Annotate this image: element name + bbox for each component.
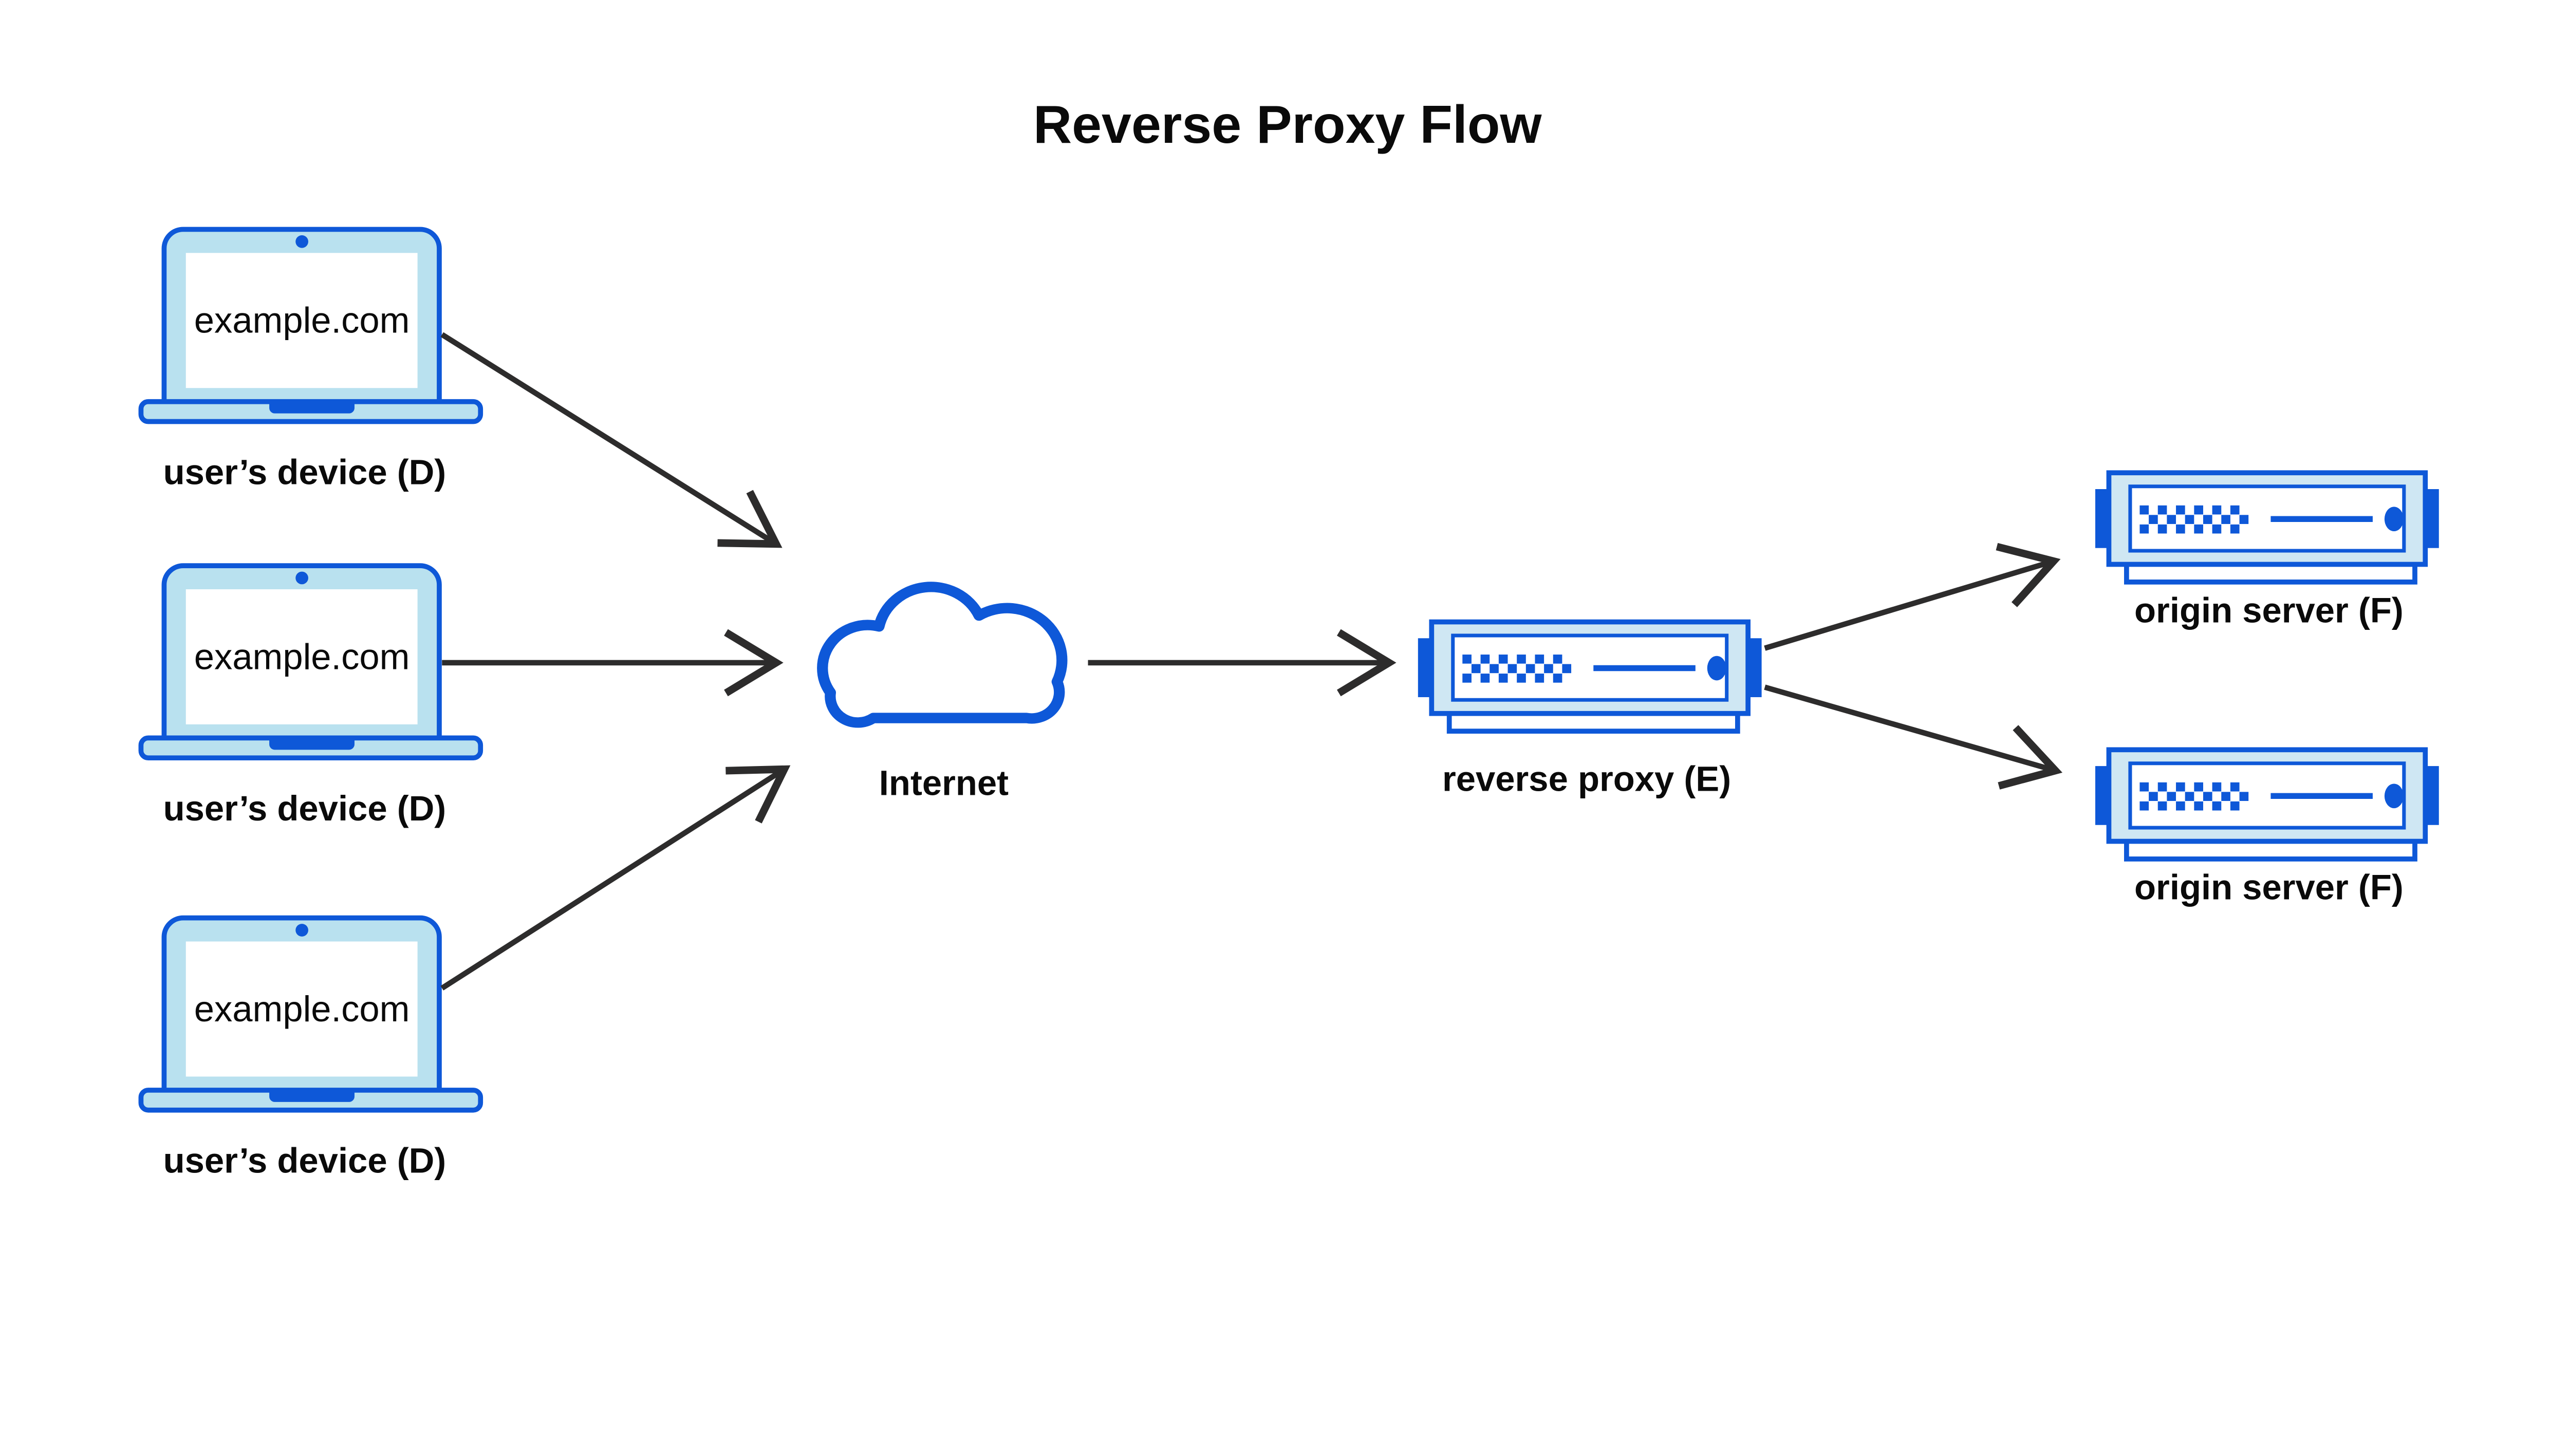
internet-label: Internet bbox=[879, 763, 1009, 803]
device-label: user’s device (D) bbox=[163, 452, 446, 492]
reverse-proxy-label: reverse proxy (E) bbox=[1442, 759, 1731, 799]
device-label: user’s device (D) bbox=[163, 789, 446, 828]
connection-arrows bbox=[440, 332, 2063, 991]
server-icon bbox=[2095, 750, 2439, 859]
arrow-proxy-to-origin2 bbox=[1764, 684, 2063, 790]
device-screen-url: example.com bbox=[194, 300, 410, 341]
reverse-proxy-node: reverse proxy (E) bbox=[1418, 622, 1762, 799]
server-icon bbox=[1418, 622, 1762, 732]
user-device-node-3: example.com user’s device (D) bbox=[141, 918, 480, 1181]
server-icon bbox=[2095, 473, 2439, 582]
origin-server-node-2: origin server (F) bbox=[2095, 750, 2439, 907]
origin-server-label: origin server (F) bbox=[2134, 867, 2404, 907]
diagram-stage: Reverse Proxy Flow example.com user’s de… bbox=[0, 95, 2569, 1181]
arrow-device1-to-internet bbox=[440, 332, 783, 548]
user-device-node-1: example.com user’s device (D) bbox=[141, 229, 480, 492]
reverse-proxy-flow-diagram: Reverse Proxy Flow example.com user’s de… bbox=[0, 95, 2569, 1181]
device-label: user’s device (D) bbox=[163, 1141, 446, 1181]
device-screen-url: example.com bbox=[194, 636, 410, 677]
origin-server-node-1: origin server (F) bbox=[2095, 473, 2439, 630]
arrow-device3-to-internet bbox=[440, 765, 791, 991]
arrow-proxy-to-origin1 bbox=[1764, 543, 2061, 651]
internet-node: Internet bbox=[817, 582, 1068, 803]
device-screen-url: example.com bbox=[194, 988, 410, 1029]
origin-server-label: origin server (F) bbox=[2134, 590, 2404, 630]
user-device-node-2: example.com user’s device (D) bbox=[141, 566, 480, 828]
cloud-icon bbox=[817, 582, 1068, 728]
diagram-title: Reverse Proxy Flow bbox=[1033, 95, 1542, 155]
